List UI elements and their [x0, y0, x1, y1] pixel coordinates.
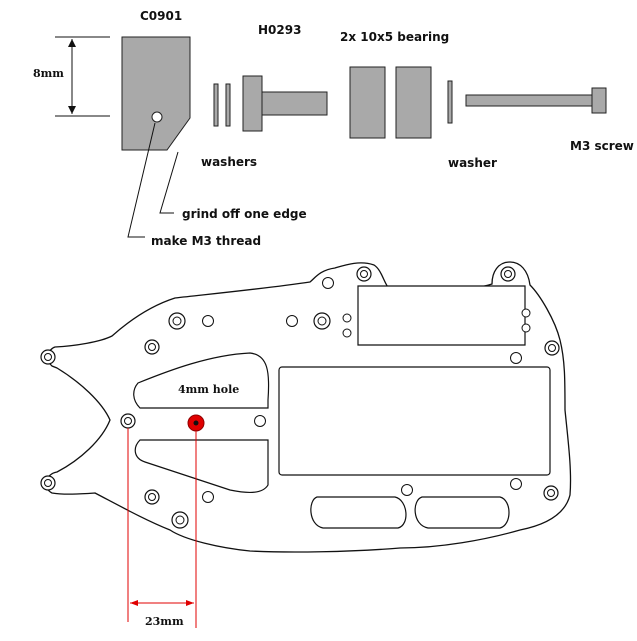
center-window [278, 366, 551, 476]
washer-2 [225, 83, 231, 127]
height-dimension [55, 36, 110, 117]
bearing-1 [349, 66, 386, 139]
small-holes [202, 277, 531, 503]
slot-right [414, 496, 510, 529]
thread-leader [127, 122, 156, 238]
spacer-block [121, 36, 191, 151]
grind-leader [159, 151, 179, 214]
upper-cutout [133, 352, 270, 409]
washer-1 [213, 83, 219, 127]
hub-code-label: H0293 [258, 23, 301, 37]
washers-label: washers [201, 155, 257, 169]
washer-single [447, 80, 453, 124]
m3-thread-hole [151, 111, 163, 123]
lower-cutout [134, 439, 269, 493]
height-dimension-label: 8mm [33, 67, 64, 80]
distance-dimension [127, 428, 197, 628]
top-window [357, 285, 526, 346]
slot-left [310, 496, 407, 529]
screw-head [591, 87, 607, 114]
mounting-holes [40, 266, 560, 529]
grind-note: grind off one edge [182, 207, 307, 221]
hole-label: 4mm hole [178, 383, 239, 396]
chassis-plate [45, 261, 572, 553]
hub-flange [242, 75, 263, 132]
screw-shaft [465, 94, 593, 107]
hub-shaft [261, 91, 328, 116]
bearing-label: 2x 10x5 bearing [340, 30, 449, 44]
spacer-code-label: C0901 [140, 9, 182, 23]
thread-note: make M3 thread [151, 234, 261, 248]
screw-label: M3 screw [570, 139, 634, 153]
washer-label: washer [448, 156, 497, 170]
distance-label: 23mm [145, 615, 184, 628]
bearing-2 [395, 66, 432, 139]
new-hole-center [193, 420, 199, 426]
